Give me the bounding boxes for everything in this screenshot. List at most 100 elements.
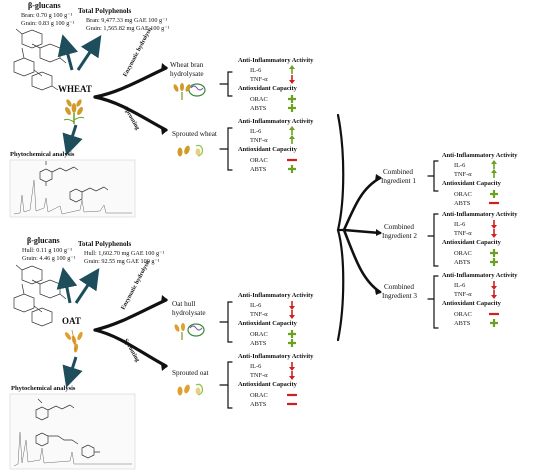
- oat-label: OAT: [62, 316, 81, 326]
- combined-3-il6-label: IL-6: [454, 282, 465, 289]
- combined-2-il6-red-down-arrow-icon: [491, 220, 497, 229]
- oat-hydrolysate-il6-red-down-arrow-icon: [289, 301, 295, 310]
- oat-polyphenols-line2: Grain: 92.55 mg GAE 100 g⁻¹: [84, 258, 160, 265]
- wheat-hydrolysate-il6-green-up-arrow-icon: [289, 65, 295, 74]
- combined-3-orac-label: ORAC: [454, 311, 472, 318]
- combined-2-il6-label: IL-6: [454, 221, 465, 228]
- oat-sheaf-icon: [174, 323, 185, 340]
- oat-chromatogram-icon: [9, 393, 136, 470]
- combined-1-antioxidant-header: Antioxidant Capacity: [442, 180, 502, 187]
- oat-hydrolysate-abts-green-plus-icon: [288, 339, 296, 347]
- activity-layer: Anti-Inflammatory ActivityIL-6TNF-αAntio…: [238, 57, 518, 408]
- wheat-sprouted-antioxidant-header: Antioxidant Capacity: [238, 146, 298, 153]
- combined-3-il6-red-down-arrow-icon: [491, 281, 497, 290]
- combined-3-brace: [427, 275, 439, 329]
- combined-2-orac-green-plus-icon: [490, 249, 498, 257]
- oat-sprouted-tnf-label: TNF-α: [250, 372, 268, 379]
- combined-1-anti-inflammatory-header: Anti-Inflammatory Activity: [442, 152, 518, 159]
- combined-1-abts-label: ABTS: [454, 200, 471, 207]
- combined-1-activity-block: Anti-Inflammatory ActivityIL-6TNF-αAntio…: [442, 152, 518, 207]
- wheat-sprouted-label: Sprouted wheat: [172, 130, 217, 138]
- wheat-hydrolysate-node: Wheat bran hydrolysate: [170, 61, 233, 100]
- combined-converge-arrows: [336, 113, 382, 342]
- oat-hydrolysate-orac-label: ORAC: [250, 331, 268, 338]
- oat-sprouted-il6-label: IL-6: [250, 363, 261, 370]
- oat-hydrolysate-tnf-red-down-arrow-icon: [289, 310, 295, 319]
- wheat-sprouted-brace: [219, 127, 233, 171]
- oat-sprouted-brace: [219, 361, 233, 409]
- oat-polyphenols-line1: Hull: 1,602.70 mg GAE 100 g⁻¹: [84, 250, 164, 257]
- oat-hydrolysate-node: Oat hull hydrolysate: [172, 300, 233, 343]
- oat-phyto-label: Phytochemical analysis: [11, 385, 76, 392]
- combined-1-tnf-green-up-arrow-icon: [491, 169, 497, 178]
- wheat-sprouted-node: Sprouted wheat: [172, 127, 233, 171]
- wheat-hydrolysate-activity-block: Anti-Inflammatory ActivityIL-6TNF-αAntio…: [238, 57, 314, 112]
- combined-2-tnf-red-down-arrow-icon: [491, 229, 497, 238]
- wheat-sprouted-anti-inflammatory-header: Anti-Inflammatory Activity: [238, 118, 314, 125]
- wheat-branch-arrows: Enzymatic hydrolysis Sprouting: [93, 26, 168, 135]
- oat-hydrolysate-anti-inflammatory-header: Anti-Inflammatory Activity: [238, 292, 314, 299]
- combined-1-il6-green-up-arrow-icon: [491, 160, 497, 169]
- oat-sprouted-anti-inflammatory-header: Anti-Inflammatory Activity: [238, 353, 314, 360]
- wheat-sprouted-activity-block: Anti-Inflammatory ActivityIL-6TNF-αAntio…: [238, 118, 314, 173]
- combined-2-brace: [427, 213, 439, 267]
- wheat-beta-glucans-line1: Bran: 0.70 g 100 g⁻¹: [21, 12, 72, 19]
- wheat-section: β-glucans Bran: 0.70 g 100 g⁻¹ Grain: 0.…: [9, 1, 169, 218]
- oat-sprouted-activity-block: Anti-Inflammatory ActivityIL-6TNF-αAntio…: [238, 353, 314, 408]
- oat-beta-glucans-line2: Grain: 4.46 g 100 g⁻¹: [22, 255, 76, 262]
- oat-section: β-glucans Hull: 0.11 g 100 g⁻¹ Grain: 4.…: [9, 236, 164, 470]
- oat-sprouted-node: Sprouted oat: [172, 361, 233, 409]
- wheat-hydrolysate-anti-inflammatory-header: Anti-Inflammatory Activity: [238, 57, 314, 64]
- wheat-sprouted-orac-label: ORAC: [250, 157, 268, 164]
- wheat-sprouted-il6-green-up-arrow-icon: [289, 126, 295, 135]
- wheat-to-phyto-arrow: [62, 124, 83, 156]
- combined-2-antioxidant-header: Antioxidant Capacity: [442, 239, 502, 246]
- oat-sprouted-tnf-red-down-arrow-icon: [289, 371, 295, 380]
- wheat-to-polyphenols-arrow: [76, 35, 102, 71]
- sprouted-wheat-icon: [177, 144, 204, 157]
- wheat-to-glucans-arrow: [57, 34, 79, 71]
- oat-sprouted-antioxidant-header: Antioxidant Capacity: [238, 381, 298, 388]
- wheat-polyphenols-title: Total Polyphenols: [78, 7, 132, 15]
- wheat-hydrolysate-orac-green-plus-icon: [288, 95, 296, 103]
- oat-hydrolysate-activity-block: Anti-Inflammatory ActivityIL-6TNF-αAntio…: [238, 292, 314, 347]
- wheat-sprouted-il6-label: IL-6: [250, 128, 261, 135]
- sprouted-oat-icon: [177, 383, 204, 396]
- oat-enzymatic-label: Enzymatic hydrolysis: [120, 259, 151, 311]
- oat-hydrolysate-brace: [219, 301, 233, 343]
- beta-glucan-structure-icon: [13, 28, 67, 91]
- wheat-hydrolysate-il6-label: IL-6: [250, 67, 261, 74]
- oat-beta-glucan-structure-icon: [13, 264, 67, 327]
- combined-2-anti-inflammatory-header: Anti-Inflammatory Activity: [442, 211, 518, 218]
- oat-branch-arrows: Enzymatic hydrolysis Sprouting: [93, 259, 168, 371]
- oat-to-polyphenols-arrow: [74, 268, 100, 304]
- oat-hydrolysate-antioxidant-header: Antioxidant Capacity: [238, 320, 298, 327]
- wheat-sprouted-abts-label: ABTS: [250, 166, 267, 173]
- oat-grain-icon: [64, 329, 83, 353]
- combined-1-tnf-label: TNF-α: [454, 171, 472, 178]
- wheat-beta-glucans-line2: Grain: 0.83 g 100 g⁻¹: [21, 20, 75, 27]
- wheat-hydrolysate-tnf-red-down-arrow-icon: [289, 75, 295, 84]
- combined-3-tnf-label: TNF-α: [454, 291, 472, 298]
- wheat-sprouted-abts-green-plus-icon: [288, 165, 296, 173]
- combined-1-orac-label: ORAC: [454, 191, 472, 198]
- combined-1-brace: [427, 160, 439, 192]
- oat-sprouted-orac-label: ORAC: [250, 392, 268, 399]
- wheat-label: WHEAT: [58, 84, 92, 94]
- oat-hydrolysate-il6-label: IL-6: [250, 302, 261, 309]
- wheat-polyphenols-line2: Grain: 1,565.82 mg GAE 100 g⁻¹: [86, 25, 169, 32]
- combined-2-abts-label: ABTS: [454, 259, 471, 266]
- combined-2-abts-green-plus-icon: [490, 258, 498, 266]
- wheat-hydrolysate-tnf-label: TNF-α: [250, 76, 268, 83]
- combined-3-anti-inflammatory-header: Anti-Inflammatory Activity: [442, 272, 518, 279]
- wheat-hydrolysate-brace: [219, 71, 233, 97]
- wheat-beta-glucans-title: β-glucans: [28, 1, 61, 10]
